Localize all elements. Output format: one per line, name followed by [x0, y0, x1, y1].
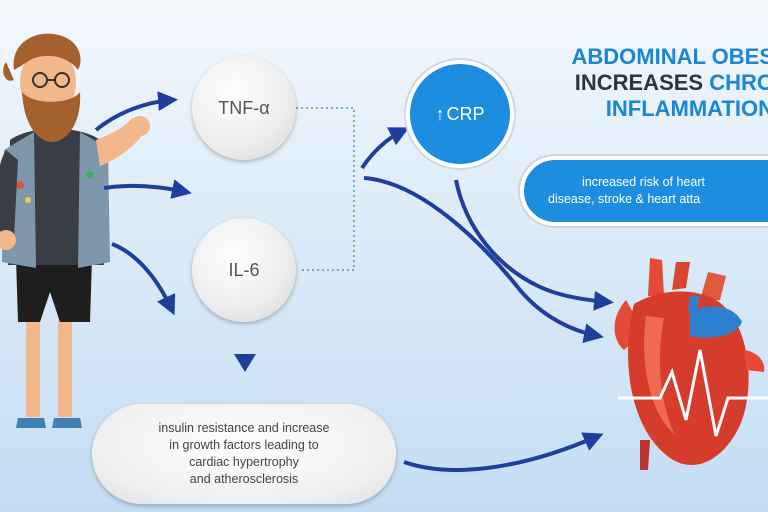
- title-line-3: INFLAMMATION: [605, 96, 768, 121]
- dotted-connector: [296, 107, 355, 271]
- arrow-man-to-il6: [111, 242, 176, 316]
- crp-label: CRP: [446, 103, 485, 124]
- insulin-line-3: cardiac hypertrophy: [189, 455, 299, 469]
- down-triangle-icon: [234, 354, 256, 372]
- title-line-2-dark: INCREASES: [574, 70, 710, 95]
- risk-line-1: increased risk of heart: [582, 175, 705, 189]
- arrow-man-to-body: [103, 179, 192, 199]
- insulin-line-1: insulin resistance and increase: [158, 421, 330, 435]
- up-arrow-icon: ↑: [435, 103, 445, 124]
- il6-label: IL-6: [228, 259, 260, 280]
- insulin-resistance-box: insulin resistance and increase in growt…: [92, 404, 396, 504]
- ecg-line-icon: [618, 349, 768, 437]
- man-illustration: [0, 33, 150, 428]
- insulin-line-4: and atherosclerosis: [189, 472, 299, 486]
- crp-node: ↑CRP: [406, 60, 514, 168]
- il6-node: IL-6: [192, 218, 296, 322]
- arrow-to-crp: [360, 127, 410, 170]
- risk-box: increased risk of heart disease, stroke …: [520, 156, 768, 226]
- arrow-man-to-tnf: [94, 91, 178, 132]
- insulin-line-2: in growth factors leading to: [169, 438, 319, 452]
- risk-line-2: disease, stroke & heart atta: [548, 192, 701, 206]
- arrow-insulin-to-heart: [403, 432, 604, 472]
- infographic-title: ABDOMINAL OBES INCREASES CHRO INFLAMMATI…: [572, 44, 768, 122]
- title-line-2-accent: CHRO: [709, 70, 768, 95]
- tnf-alpha-node: TNF-α: [192, 56, 296, 160]
- arrow-crp-to-heart: [454, 179, 614, 311]
- title-line-2: INCREASES CHRO: [572, 70, 768, 96]
- heart-illustration: [614, 258, 765, 470]
- tnf-alpha-label: TNF-α: [218, 97, 270, 118]
- title-line-1: ABDOMINAL OBES: [571, 44, 768, 69]
- arrow-to-heart-lower: [363, 176, 604, 344]
